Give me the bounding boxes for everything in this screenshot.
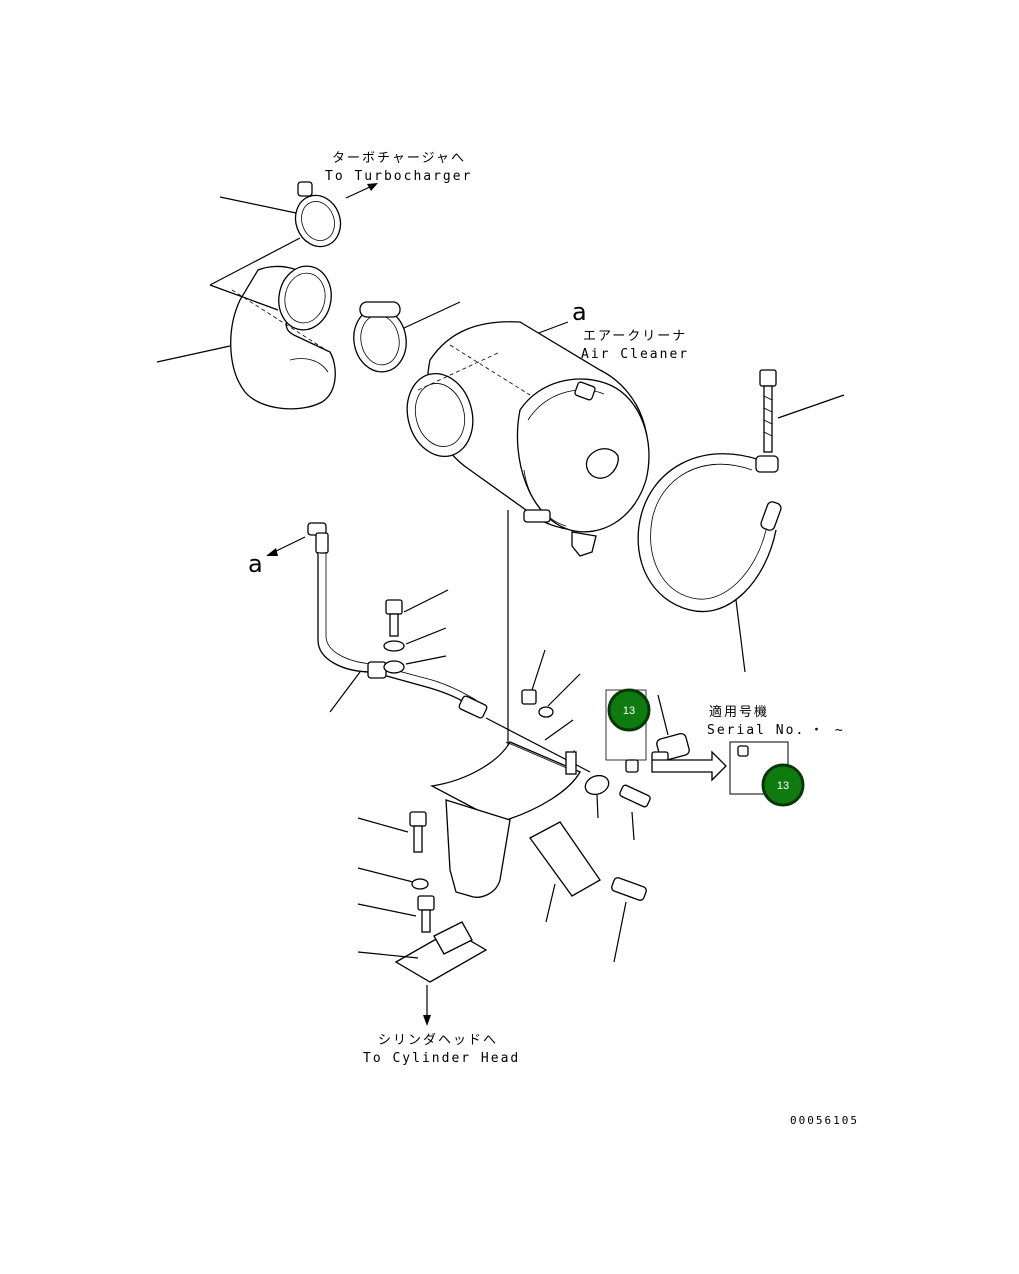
drawing-number: 00056105	[790, 1114, 859, 1127]
ref-a-arrow	[266, 536, 306, 556]
serial-detail	[605, 689, 789, 795]
serial-label-jp: 適用号機	[709, 704, 769, 720]
serial-label-en: Serial No.	[707, 723, 805, 738]
air-cleaner-label-en: Air Cleaner	[581, 347, 689, 362]
bolt-lower-1	[357, 811, 427, 853]
bolt-lower-2	[357, 895, 435, 933]
callout-badge-1[interactable]: 13	[607, 688, 651, 732]
serial-range: ・ ~	[810, 723, 845, 738]
callout-badge-2-label: 13	[777, 780, 789, 792]
sensor	[584, 694, 690, 819]
connector-pipe	[307, 522, 591, 773]
bolt-right	[619, 784, 651, 841]
callout-badge-1-label: 13	[623, 705, 635, 717]
elbow-hose	[156, 237, 336, 410]
hose-clamp-lower	[353, 301, 461, 373]
bolt-upper	[383, 589, 449, 674]
callout-badge-2[interactable]: 13	[761, 763, 805, 807]
base-plate	[357, 921, 488, 983]
washer-lower	[357, 867, 429, 890]
cylinder-head-label-en: To Cylinder Head	[363, 1051, 520, 1066]
turbo-arrow	[345, 183, 378, 199]
air-cleaner-body	[406, 321, 650, 785]
ref-a-top: a	[572, 298, 587, 326]
cylinder-head-arrow	[423, 985, 431, 1026]
mounting-band	[637, 453, 782, 673]
bracket	[429, 719, 581, 898]
air-cleaner-label-jp: エアークリーナ	[583, 329, 687, 344]
turbocharger-label-en: To Turbocharger	[325, 169, 472, 184]
band-bolt	[759, 369, 845, 453]
cylinder-head-label-jp: シリンダヘッドへ	[378, 1033, 498, 1048]
ref-a-left: a	[248, 550, 263, 578]
hose-clamp-upper	[219, 181, 342, 248]
flap-plate	[529, 821, 647, 963]
turbocharger-label-jp: ターボチャージャへ	[332, 151, 466, 166]
nut-washer	[521, 649, 581, 718]
